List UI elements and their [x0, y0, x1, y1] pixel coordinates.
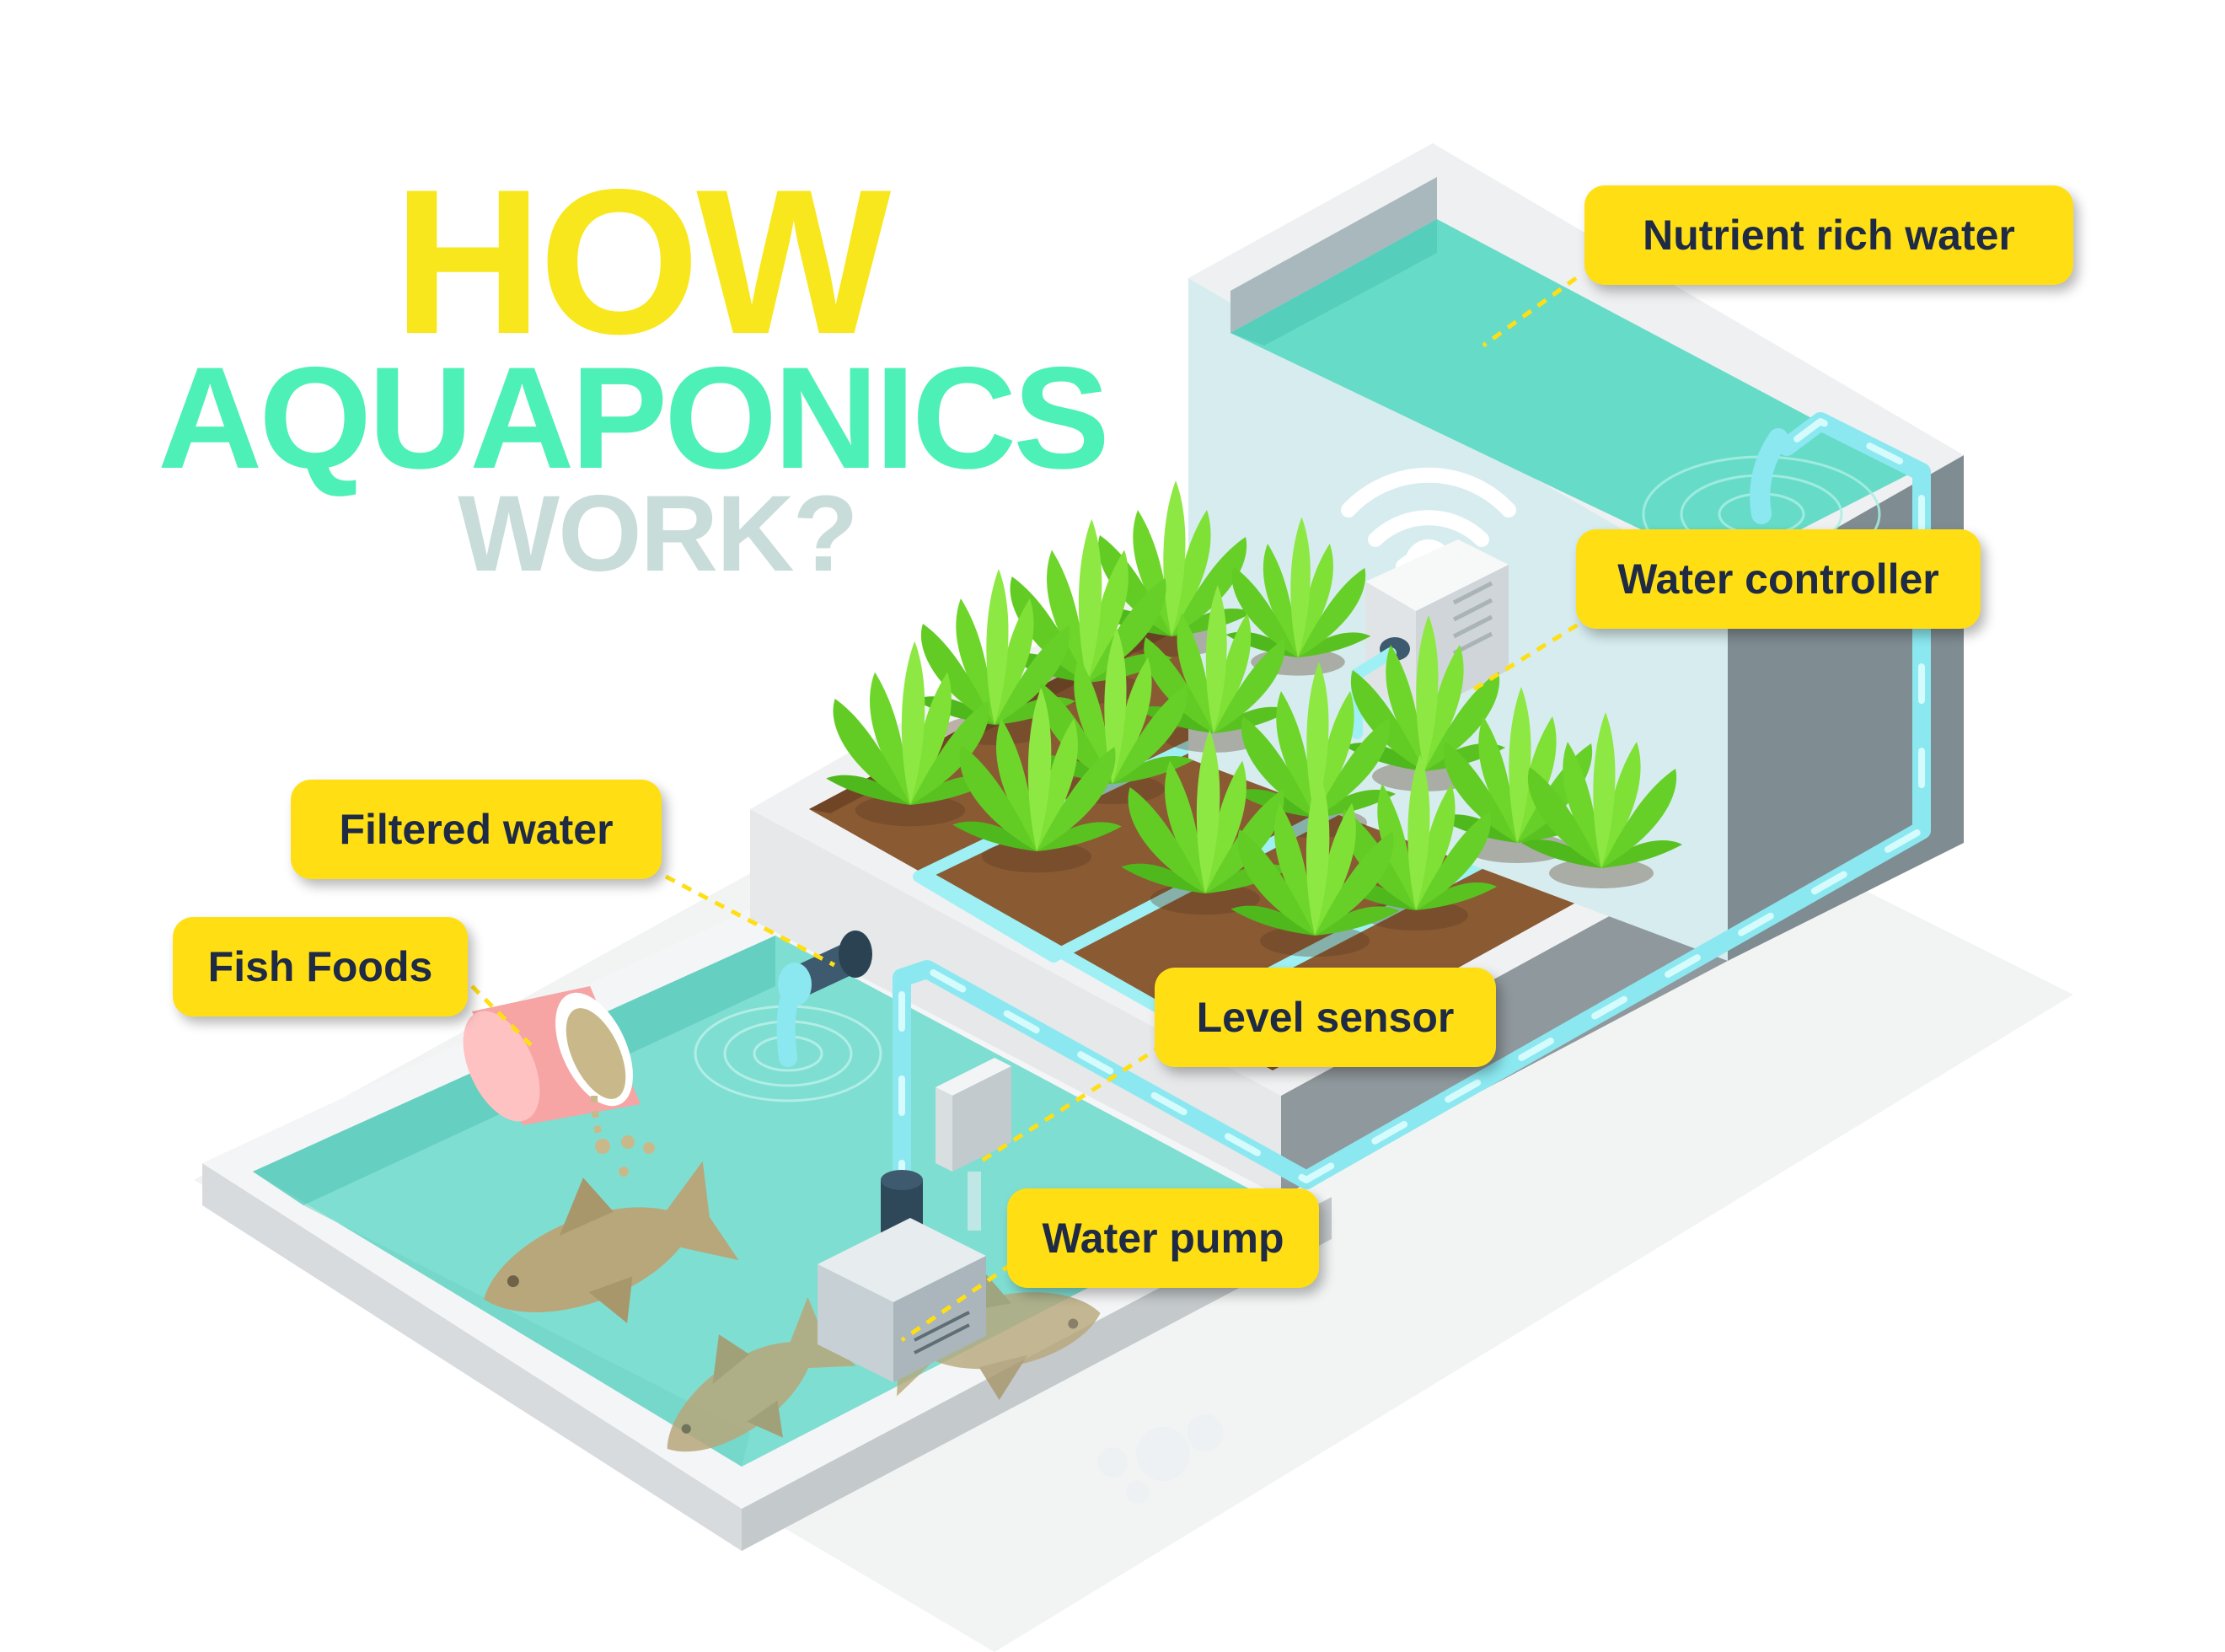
label-filtered-water: Filtered water: [291, 780, 662, 879]
fish-food-can-icon: [463, 986, 641, 1134]
title-aquaponics: AQUAPONICS: [158, 337, 1110, 499]
label-fish-foods: Fish Foods: [173, 917, 468, 1016]
label-level-sensor: Level sensor: [1155, 968, 1496, 1067]
label-nutrient-rich-water: Nutrient rich water: [1584, 185, 2073, 285]
title-work: WORK?: [458, 474, 858, 594]
label-water-pump: Water pump: [1007, 1188, 1319, 1288]
label-water-controller: Water controller: [1576, 529, 1981, 629]
title-how: HOW: [393, 146, 892, 377]
